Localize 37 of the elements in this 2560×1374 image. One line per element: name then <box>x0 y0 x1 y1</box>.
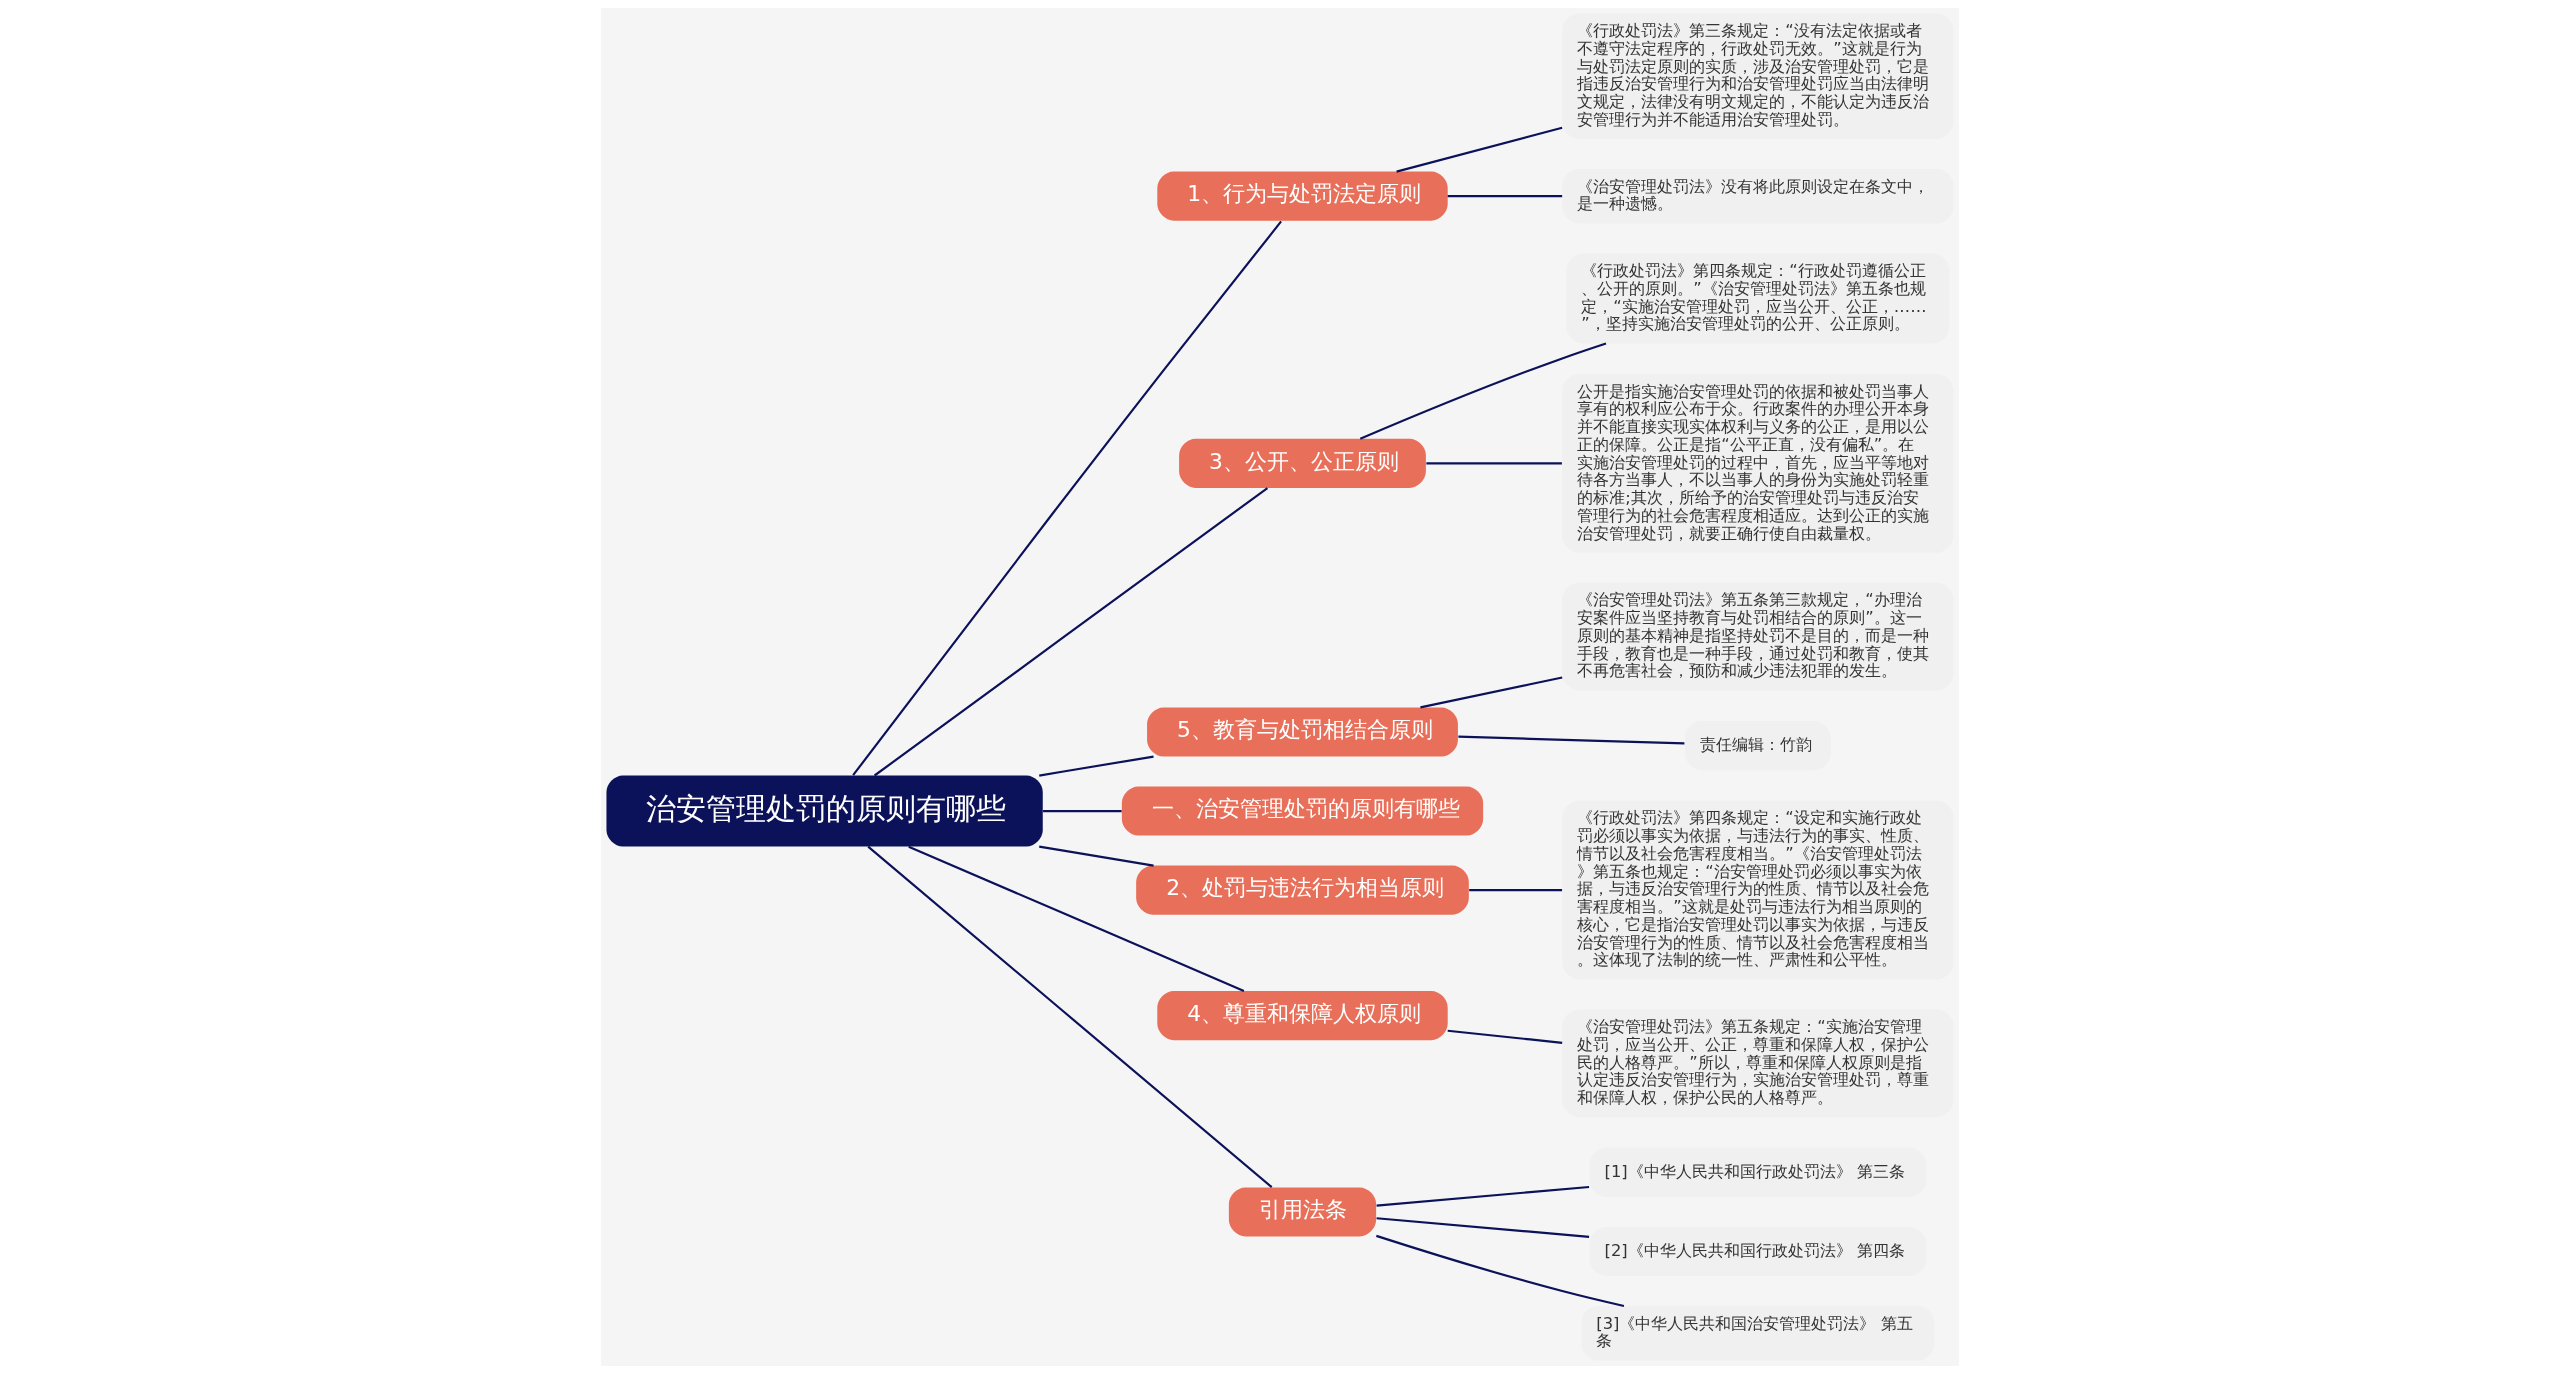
node-box: 4、尊重和保障人权原则 <box>1157 991 1448 1041</box>
connector <box>1376 1217 1590 1238</box>
node-box: 引用法条 <box>1228 1187 1377 1237</box>
connector <box>1376 1234 1625 1308</box>
connector <box>1426 462 1562 465</box>
node-text: 公开是指实施治安管理处罚的依据和被处罚当事人享有的权利应公布于众。行政案件的办理公开本身并不能直接实现实体权利与义务的公正，是用以公正的保障。公正是指“公平正直，没有偏私”。在实施治安管理处罚的过程中，首先，应当平等地对待各方当事人，不以当事人的身份为实施处罚轻重的标准;其次，所给予的治安管理处罚与违反治安管理行为的社会危害程度相适应。达到公正的实施治安管理处罚，就要正确行使自由裁量权。 <box>1577 381 1930 543</box>
connector <box>1359 342 1607 440</box>
connector <box>1396 126 1563 173</box>
connector <box>1469 889 1563 892</box>
node-box: 治安管理处罚的原则有哪些 <box>606 775 1043 847</box>
node-text: 《治安管理处罚法》没有将此原则设定在条文中，是一种遗憾。 <box>1577 176 1930 214</box>
node-text: 《行政处罚法》第三条规定：“没有法定依据或者不遵守法定程序的，行政处罚无效。”这就是行为与处罚法定原则的实质，涉及治安管理处罚，它是指违反治安管理行为和治安管理处罚应当由法律明文规定，法律没有明文规定的，不能认定为违反治安管理行为并不能适用治安管理处罚。 <box>1577 21 1930 129</box>
node-text: 《行政处罚法》第四条规定：“行政处罚遵循公正、公开的原则。”《治安管理处罚法》第五条也规定，“实施治安管理处罚，应当公开、公正，……”，坚持实施治安管理处罚的公开、公正原则。 <box>1581 261 1927 334</box>
connector <box>1043 810 1122 813</box>
node-text: 《治安管理处罚法》第五条第三款规定，“办理治安案件应当坚持教育与处罚相结合的原则”。这一原则的基本精神是指坚持处罚不是目的，而是一种手段，教育也是一种手段，通过处罚和教育，使其不再危害社会，预防和减少违法犯罪的发生。 <box>1577 590 1930 681</box>
node-text: [1]《中华人民共和国行政处罚法》 第三条 <box>1604 1161 1905 1181</box>
node-box: 一、治安管理处罚的原则有哪些 <box>1121 786 1484 836</box>
connector <box>867 845 1273 1188</box>
node-text: 责任编辑：竹韵 <box>1699 734 1812 754</box>
node-box: 1、行为与处罚法定原则 <box>1157 171 1448 221</box>
connector <box>1039 845 1154 867</box>
connector <box>1447 1029 1563 1044</box>
node-text: [3]《中华人民共和国治安管理处罚法》 第五条 <box>1596 1313 1913 1351</box>
node-box: 5、教育与处罚相结合原则 <box>1147 707 1458 757</box>
connector <box>908 845 1245 992</box>
connector <box>1376 1185 1590 1207</box>
connector <box>1447 195 1563 198</box>
node-text: 《行政处罚法》第四条规定：“设定和实施行政处罚必须以事实为依据，与违法行为的事实、性质、情节以及社会危害程度相当。”《治安管理处罚法》第五条也规定：“治安管理处罚必须以事实为依据，与违反治安管理行为的性质、情节以及社会危害程度相当。”这就是处罚与违法行为相当原则的核心，它是指治安管理处罚以事实为依据，与违反治安管理行为的性质、情节以及社会危害程度相当。这体现了法制的统一性、严肃性和公平性。 <box>1577 808 1930 970</box>
connector <box>852 220 1282 776</box>
connector <box>873 487 1269 777</box>
connector <box>1420 676 1563 709</box>
node-box: 2、处罚与违法行为相当原则 <box>1136 865 1469 915</box>
connector <box>1458 735 1685 745</box>
node-box: 3、公开、公正原则 <box>1179 438 1426 488</box>
connector <box>1039 755 1154 777</box>
node-text: 《治安管理处罚法》第五条规定：“实施治安管理处罚，应当公开、公正，尊重和保障人权，保护公民的人格尊严。”所以，尊重和保障人权原则是指认定违反治安管理行为，实施治安管理处罚，尊重和保障人权，保护公民的人格尊严。 <box>1577 1017 1930 1107</box>
node-text: [2]《中华人民共和国行政处罚法》 第四条 <box>1604 1240 1905 1260</box>
